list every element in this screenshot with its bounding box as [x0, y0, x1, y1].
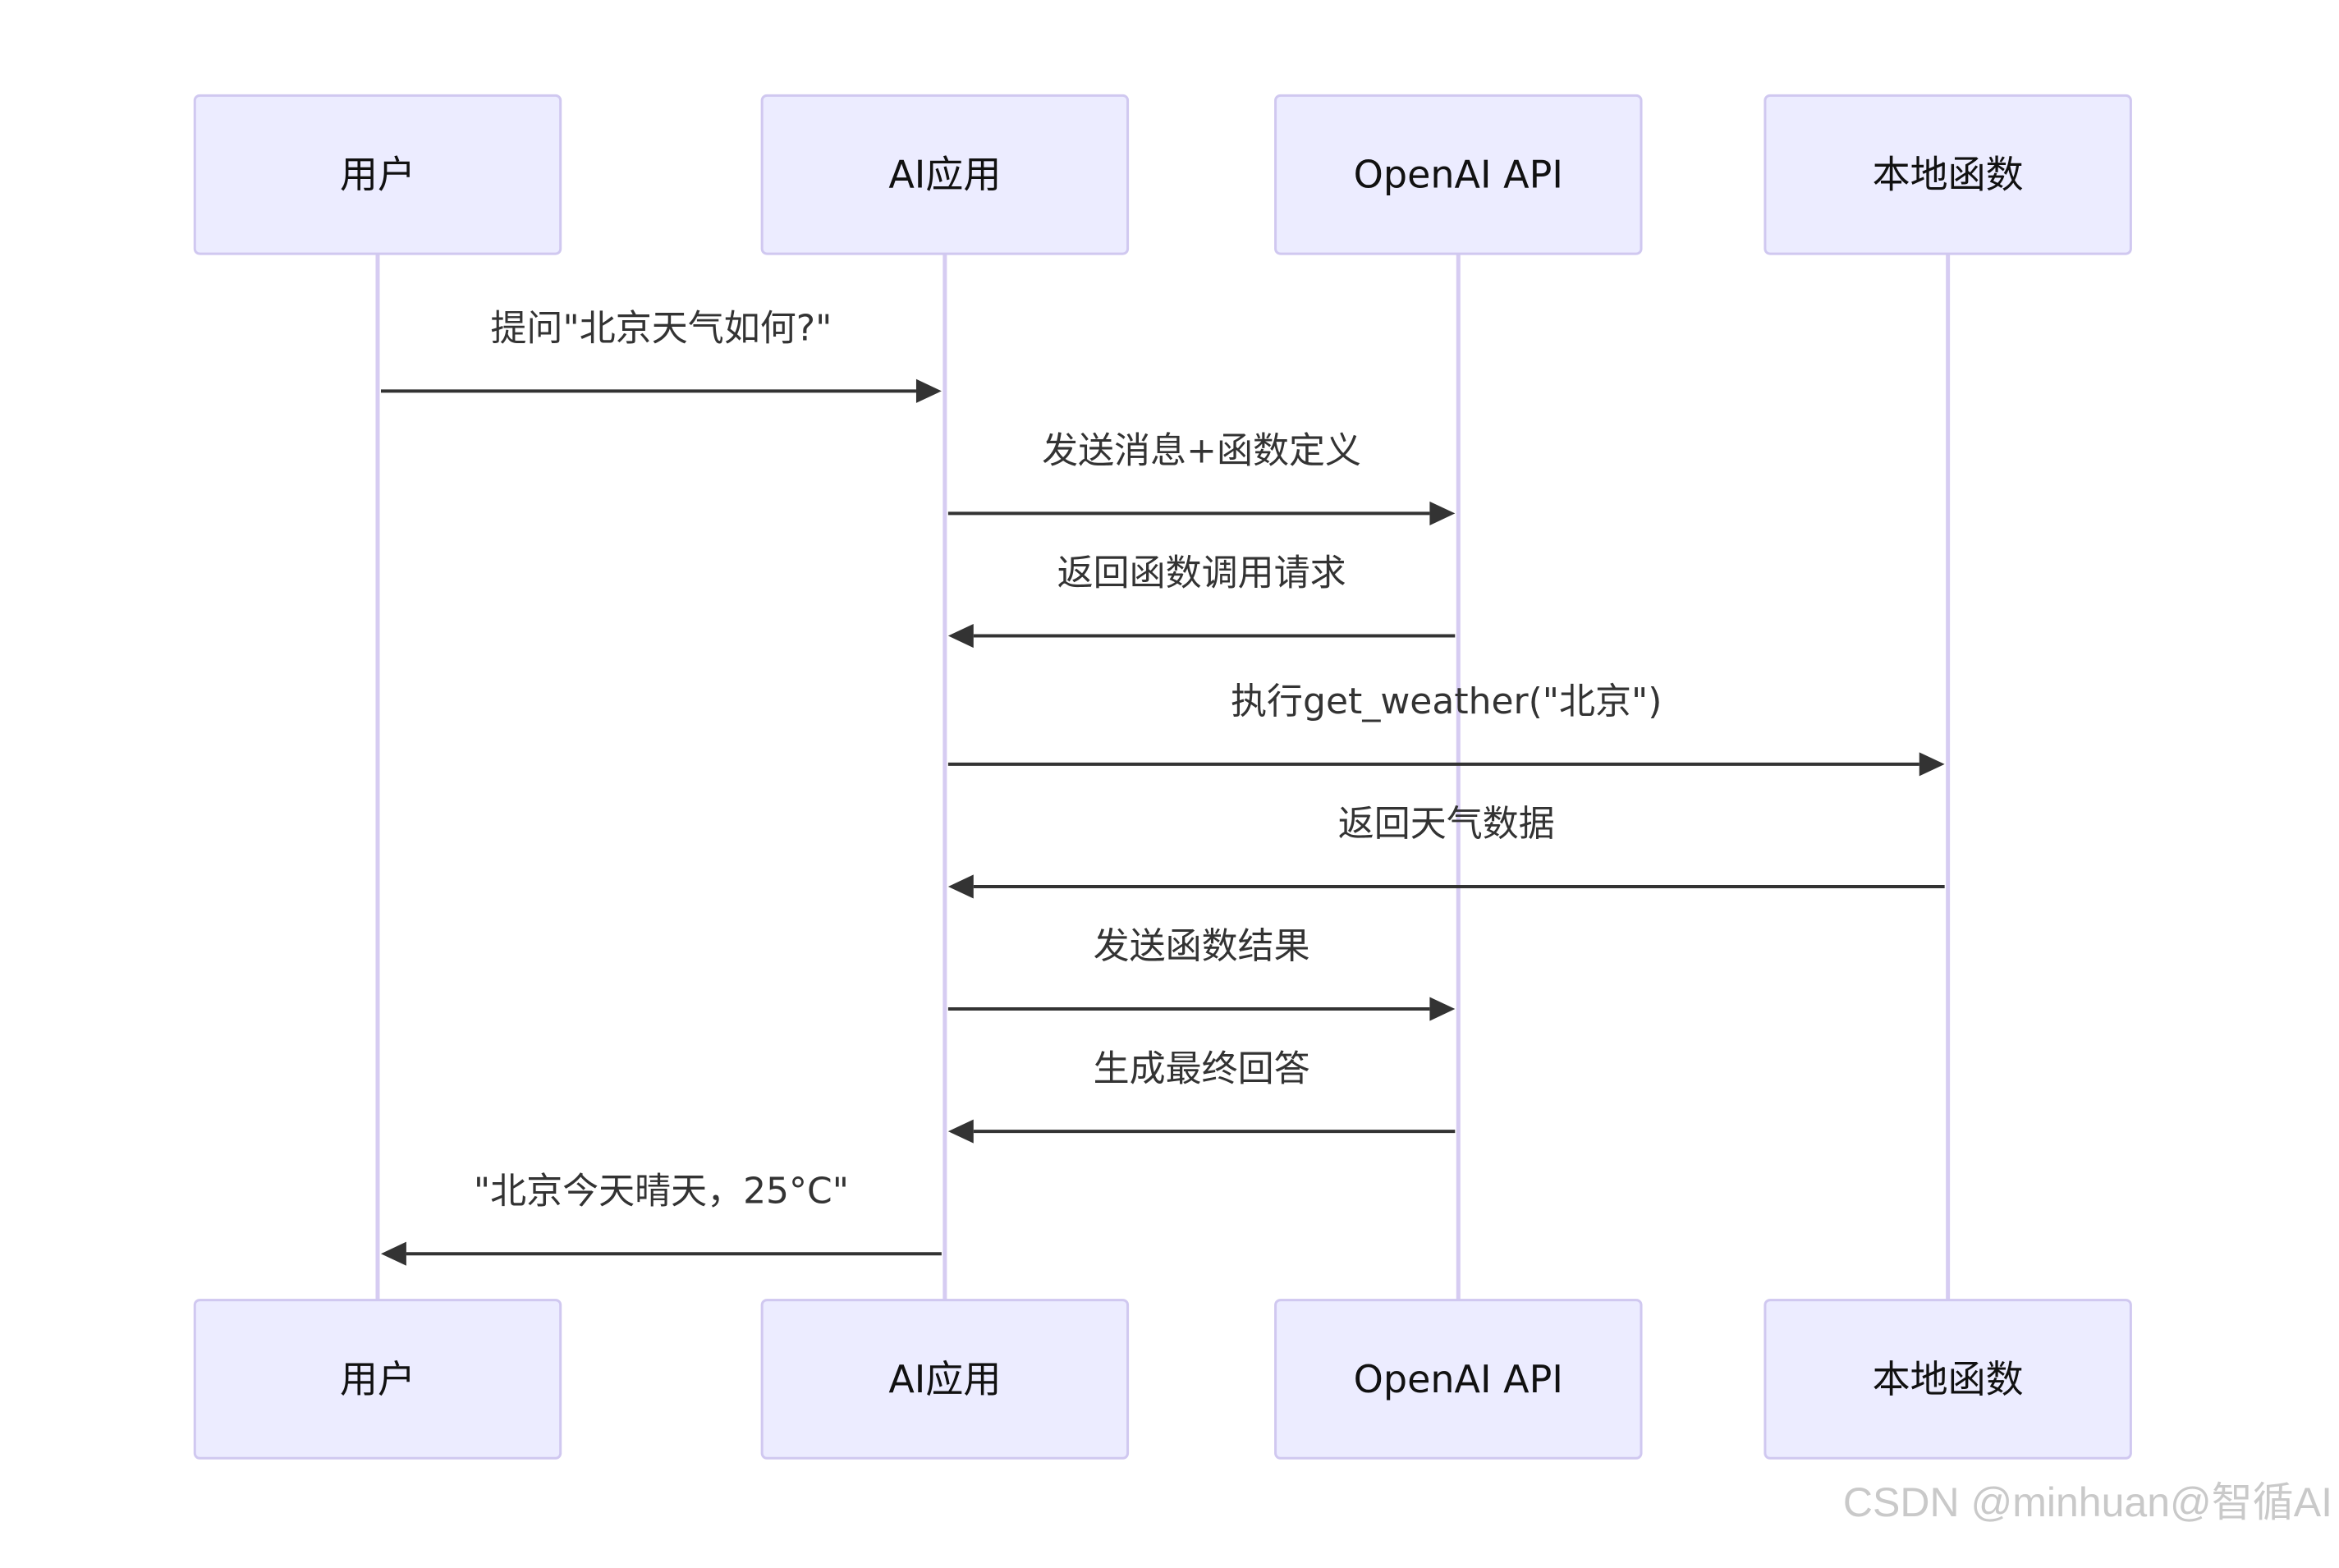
- arrowhead: [947, 1119, 974, 1144]
- actor-label: 本地函数: [1873, 1357, 2024, 1401]
- actor-label: OpenAI API: [1354, 153, 1563, 197]
- actor-local-top: 本地函数: [1763, 94, 2132, 255]
- actor-app-bottom: AI应用: [760, 1299, 1130, 1460]
- arrowhead: [1919, 752, 1945, 777]
- actor-openai-bottom: OpenAI API: [1274, 1299, 1643, 1460]
- actor-box: [1274, 1299, 1643, 1460]
- message-label: 提问"北京天气如何?": [491, 307, 832, 349]
- message-label: 执行get_weather("北京"): [1231, 681, 1662, 722]
- message-label: "北京今天晴天，25°C": [474, 1170, 849, 1212]
- actor-app-top: AI应用: [760, 94, 1130, 255]
- message-6: 发送函数结果: [947, 925, 1456, 1021]
- actor-box: [1274, 94, 1643, 255]
- arrowhead: [915, 378, 942, 403]
- message-1: 提问"北京天气如何?": [380, 307, 942, 403]
- message-8: "北京今天晴天，25°C": [380, 1170, 942, 1266]
- message-3: 返回函数调用请求: [947, 552, 1456, 649]
- actor-label: AI应用: [888, 153, 1001, 197]
- message-5: 返回天气数据: [947, 803, 1945, 899]
- message-label: 发送消息+函数定义: [1042, 430, 1361, 472]
- message-label: 生成最终回答: [1094, 1048, 1310, 1089]
- actor-box: [193, 1299, 562, 1460]
- actor-user-bottom: 用户: [193, 1299, 562, 1460]
- actor-label: 本地函数: [1873, 153, 2024, 197]
- arrowhead: [1429, 997, 1456, 1021]
- message-4: 执行get_weather("北京"): [947, 681, 1945, 777]
- actor-label: 用户: [340, 153, 415, 197]
- message-7: 生成最终回答: [947, 1048, 1456, 1144]
- arrowhead: [1429, 501, 1456, 525]
- actor-local-bottom: 本地函数: [1763, 1299, 2132, 1460]
- message-label: 返回天气数据: [1338, 803, 1555, 845]
- csdn-watermark: CSDN @minhuan@智循AI: [1842, 1479, 2332, 1525]
- arrowhead: [947, 623, 974, 649]
- arrowhead: [947, 874, 974, 899]
- actor-box: [193, 94, 562, 255]
- message-label: 返回函数调用请求: [1057, 552, 1346, 594]
- actor-box: [760, 94, 1130, 255]
- actor-openai-top: OpenAI API: [1274, 94, 1643, 255]
- actor-label: OpenAI API: [1354, 1357, 1563, 1401]
- message-2: 发送消息+函数定义: [947, 430, 1456, 525]
- message-label: 发送函数结果: [1094, 925, 1310, 967]
- actor-box: [1763, 94, 2132, 255]
- actor-box: [1763, 1299, 2132, 1460]
- actor-label: AI应用: [888, 1357, 1001, 1401]
- actor-box: [760, 1299, 1130, 1460]
- actor-label: 用户: [340, 1357, 415, 1401]
- actor-user-top: 用户: [193, 94, 562, 255]
- arrowhead: [380, 1241, 406, 1266]
